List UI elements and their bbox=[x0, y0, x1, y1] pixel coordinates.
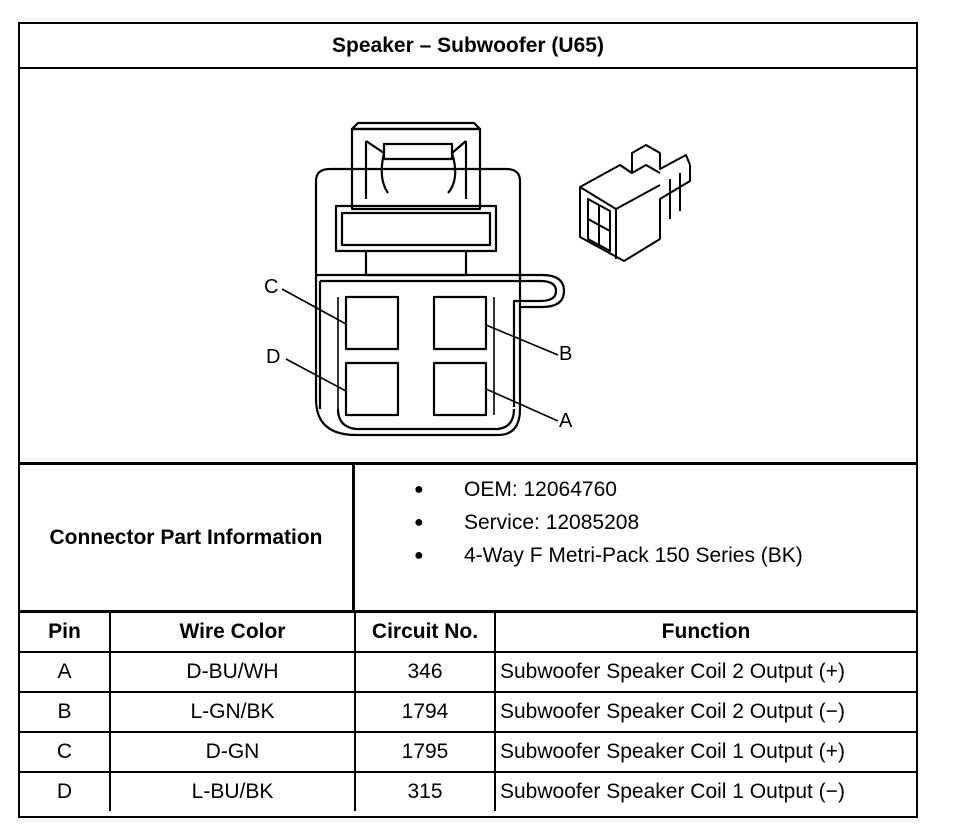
cell-circuit: 1794 bbox=[354, 691, 496, 733]
pin-label-d: D bbox=[266, 346, 280, 368]
pin-label-b: B bbox=[559, 343, 572, 365]
header-function: Function bbox=[494, 610, 916, 653]
table-row: C D-GN 1795 Subwoofer Speaker Coil 1 Out… bbox=[20, 731, 916, 773]
oem-part-number: OEM: 12064760 bbox=[464, 478, 617, 501]
list-item: ● OEM: 12064760 bbox=[358, 473, 916, 506]
cell-function: Subwoofer Speaker Coil 1 Output (−) bbox=[494, 771, 916, 811]
cell-circuit: 315 bbox=[354, 771, 496, 811]
cell-pin: C bbox=[20, 731, 111, 773]
leader-line-b bbox=[485, 324, 559, 356]
pin-label-c: C bbox=[264, 276, 278, 298]
connector-isometric-icon bbox=[579, 144, 691, 262]
pin-cavity-c bbox=[344, 295, 400, 351]
cell-function: Subwoofer Speaker Coil 2 Output (−) bbox=[494, 691, 916, 733]
pin-cavity-d bbox=[344, 361, 400, 417]
header-wire-color: Wire Color bbox=[109, 610, 356, 653]
leader-line-c bbox=[281, 288, 347, 325]
table-row: D L-BU/BK 315 Subwoofer Speaker Coil 1 O… bbox=[20, 771, 916, 811]
table-row: B L-GN/BK 1794 Subwoofer Speaker Coil 2 … bbox=[20, 691, 916, 733]
connector-part-info-list: ● OEM: 12064760 ● Service: 12085208 ● 4-… bbox=[358, 465, 916, 610]
header-circuit-no: Circuit No. bbox=[354, 610, 496, 653]
cell-wire-color: D-GN bbox=[109, 731, 356, 773]
page-title: Speaker – Subwoofer (U65) bbox=[20, 24, 916, 69]
cell-pin: A bbox=[20, 651, 111, 693]
service-part-number: Service: 12085208 bbox=[464, 511, 640, 534]
cell-pin: D bbox=[20, 771, 111, 811]
cell-pin: B bbox=[20, 691, 111, 733]
leader-line-a bbox=[485, 388, 559, 422]
bullet-icon: ● bbox=[414, 514, 424, 531]
list-item: ● 4-Way F Metri-Pack 150 Series (BK) bbox=[358, 539, 916, 572]
pin-cavity-a bbox=[432, 361, 488, 417]
cell-circuit: 1795 bbox=[354, 731, 496, 773]
cell-function: Subwoofer Speaker Coil 2 Output (+) bbox=[494, 651, 916, 693]
connector-part-info-label: Connector Part Information bbox=[20, 465, 355, 610]
pin-table: Pin Wire Color Circuit No. Function A D-… bbox=[20, 610, 916, 811]
cell-function: Subwoofer Speaker Coil 1 Output (+) bbox=[494, 731, 916, 773]
bullet-icon: ● bbox=[414, 547, 424, 564]
header-pin: Pin bbox=[20, 610, 111, 653]
connector-sheet: Speaker – Subwoofer (U65) bbox=[18, 22, 918, 818]
cell-wire-color: D-BU/WH bbox=[109, 651, 356, 693]
connector-diagram: C B D A bbox=[20, 69, 916, 462]
leader-line-d bbox=[285, 358, 347, 392]
pin-label-a: A bbox=[559, 410, 573, 432]
connector-housing bbox=[314, 167, 522, 437]
cell-wire-color: L-GN/BK bbox=[109, 691, 356, 733]
bullet-icon: ● bbox=[414, 481, 424, 498]
pin-face-frame bbox=[316, 273, 566, 309]
connector-series: 4-Way F Metri-Pack 150 Series (BK) bbox=[464, 544, 803, 567]
pin-cavity-b bbox=[432, 295, 488, 351]
cell-circuit: 346 bbox=[354, 651, 496, 693]
list-item: ● Service: 12085208 bbox=[358, 506, 916, 539]
connector-face-illustration: C B D A bbox=[264, 121, 691, 437]
table-row: A D-BU/WH 346 Subwoofer Speaker Coil 2 O… bbox=[20, 651, 916, 693]
pin-table-header: Pin Wire Color Circuit No. Function bbox=[20, 610, 916, 653]
connector-part-info: Connector Part Information ● OEM: 120647… bbox=[20, 462, 916, 610]
cell-wire-color: L-BU/BK bbox=[109, 771, 356, 811]
